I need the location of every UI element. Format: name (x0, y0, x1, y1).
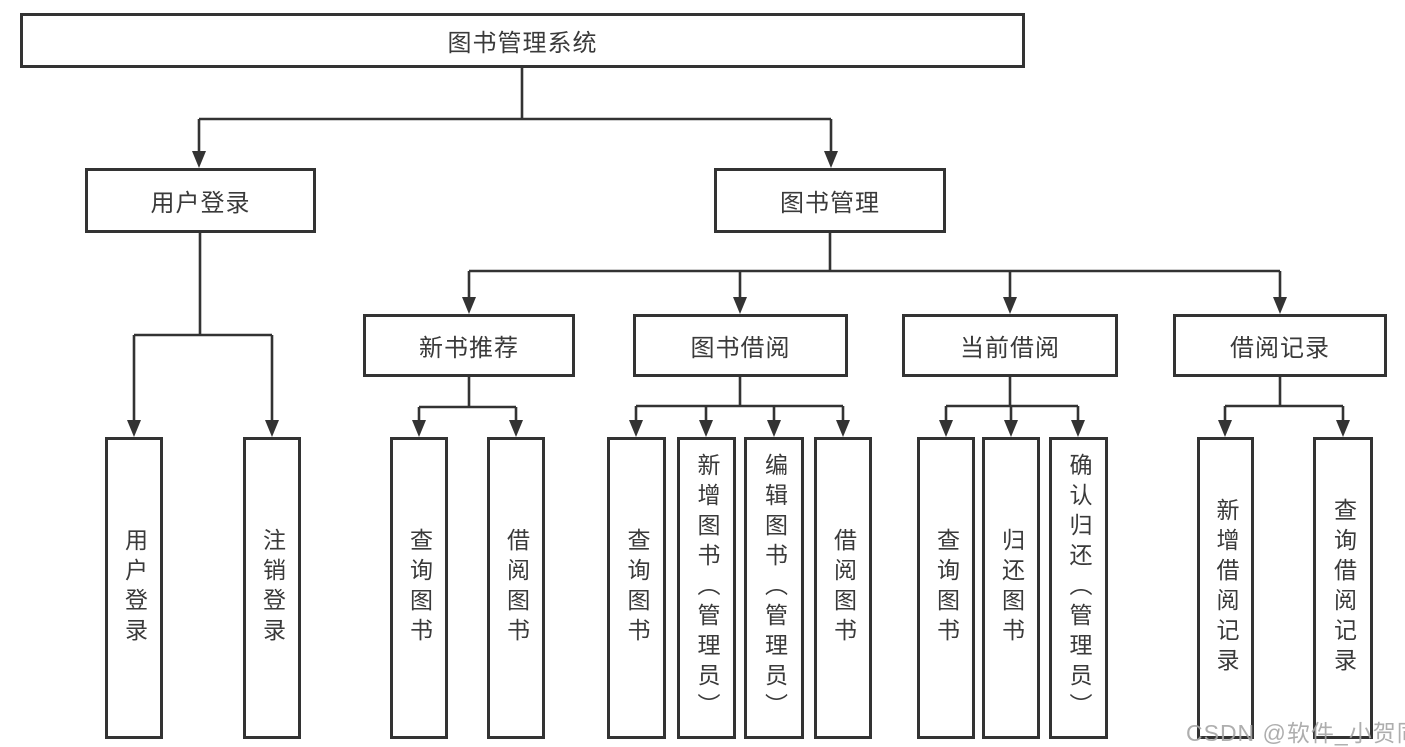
leaf-current-query-books: 查询图书 (917, 437, 975, 739)
leaf-recommend-query-books-label: 查询图书 (406, 528, 433, 648)
node-new-book-recommend-label: 新书推荐 (419, 335, 519, 362)
leaf-recommend-query-books: 查询图书 (390, 437, 448, 739)
node-current-borrowing: 当前借阅 (902, 314, 1118, 377)
leaf-records-add-record-label: 新增借阅记录 (1213, 498, 1239, 678)
leaf-current-return-books-label: 归还图书 (998, 528, 1025, 648)
leaf-borrowing-add-books-admin: 新增图书（管理员） (677, 437, 736, 739)
node-new-book-recommend: 新书推荐 (363, 314, 575, 377)
leaf-borrowing-edit-books-admin-label: 编辑图书（管理员） (761, 453, 788, 723)
leaf-current-confirm-return-admin: 确认归还（管理员） (1049, 437, 1108, 739)
leaf-records-query-record: 查询借阅记录 (1313, 437, 1373, 739)
leaf-borrowing-add-books-admin-label: 新增图书（管理员） (694, 453, 720, 723)
csdn-watermark: CSDN @软件_小贺同学 (1186, 720, 1405, 746)
node-book-borrowing: 图书借阅 (633, 314, 848, 377)
node-root-label: 图书管理系统 (447, 30, 598, 57)
leaf-recommend-borrow-books: 借阅图书 (487, 437, 545, 739)
leaf-recommend-borrow-books-label: 借阅图书 (503, 528, 530, 648)
leaf-current-confirm-return-admin-label: 确认归还（管理员） (1066, 453, 1092, 723)
node-borrowing-records-label: 借阅记录 (1230, 335, 1330, 362)
node-book-borrowing-label: 图书借阅 (690, 335, 791, 362)
leaf-user-login-label: 用户登录 (121, 528, 148, 648)
leaf-logout: 注销登录 (243, 437, 301, 739)
leaf-logout-label: 注销登录 (259, 528, 286, 648)
node-book-management-label: 图书管理 (780, 190, 880, 217)
node-root: 图书管理系统 (20, 13, 1025, 68)
leaf-borrowing-edit-books-admin: 编辑图书（管理员） (744, 437, 804, 739)
node-book-management: 图书管理 (714, 168, 946, 233)
leaf-records-query-record-label: 查询借阅记录 (1330, 498, 1357, 678)
leaf-user-login: 用户登录 (105, 437, 163, 739)
node-borrowing-records: 借阅记录 (1173, 314, 1387, 377)
leaf-current-return-books: 归还图书 (982, 437, 1040, 739)
leaf-borrowing-query-books: 查询图书 (607, 437, 666, 739)
node-user-login: 用户登录 (85, 168, 316, 233)
node-user-login-label: 用户登录 (150, 190, 251, 217)
leaf-borrowing-borrow-books: 借阅图书 (814, 437, 872, 739)
leaf-current-query-books-label: 查询图书 (933, 528, 960, 648)
leaf-records-add-record: 新增借阅记录 (1197, 437, 1254, 739)
leaf-borrowing-query-books-label: 查询图书 (624, 528, 650, 648)
node-current-borrowing-label: 当前借阅 (960, 335, 1060, 362)
leaf-borrowing-borrow-books-label: 借阅图书 (830, 528, 857, 648)
